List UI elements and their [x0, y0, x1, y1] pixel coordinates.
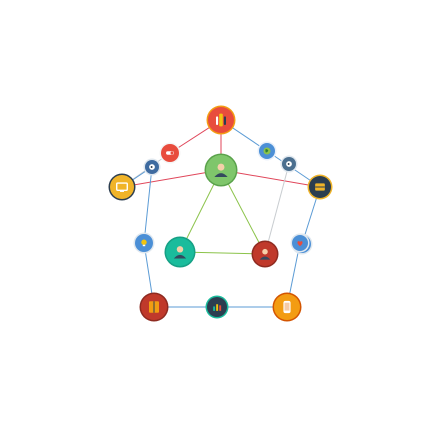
edge-hub-user-boxes — [220, 169, 321, 188]
toggle-icon — [166, 151, 174, 155]
node-chart[interactable] — [205, 295, 229, 319]
user-body — [259, 256, 271, 260]
chart-icon — [213, 304, 222, 311]
edge-chat-left-bulb — [143, 166, 153, 244]
node-chat-left[interactable] — [143, 158, 161, 176]
bulb-icon — [141, 239, 147, 247]
node-boxes[interactable] — [307, 174, 333, 200]
user-body — [214, 173, 228, 178]
user-icon — [173, 246, 187, 259]
edges-layer — [121, 119, 321, 308]
node-toggle[interactable] — [159, 142, 181, 164]
edge-user-right-chat-right — [264, 163, 290, 255]
user-body — [173, 254, 187, 259]
chat-icon — [149, 164, 155, 170]
chat-icon — [286, 161, 292, 167]
node-disc — [110, 175, 134, 199]
heart-icon — [297, 241, 303, 247]
palette-icon — [215, 113, 227, 127]
user-head — [176, 246, 184, 253]
user-icon — [259, 248, 271, 260]
mobile-icon — [283, 300, 291, 314]
globe-icon — [263, 147, 271, 155]
node-hub-user[interactable] — [204, 153, 238, 187]
node-palette[interactable] — [206, 105, 236, 135]
node-globe[interactable] — [257, 141, 277, 161]
user-head — [262, 248, 268, 255]
nodes-layer — [108, 105, 333, 322]
node-mobile[interactable] — [272, 292, 302, 322]
node-heart[interactable] — [290, 233, 310, 253]
node-bulb[interactable] — [133, 232, 155, 254]
boxes-icon — [315, 183, 325, 191]
node-book[interactable] — [139, 292, 169, 322]
node-chat-right[interactable] — [280, 155, 298, 173]
monitor-icon — [116, 182, 128, 192]
node-user-right[interactable] — [251, 240, 279, 268]
book-icon — [148, 301, 160, 313]
node-user-left[interactable] — [164, 236, 196, 268]
node-monitor[interactable] — [108, 173, 136, 201]
user-icon — [214, 163, 228, 178]
edge-monitor-hub-user — [121, 169, 222, 188]
user-head — [217, 163, 225, 171]
